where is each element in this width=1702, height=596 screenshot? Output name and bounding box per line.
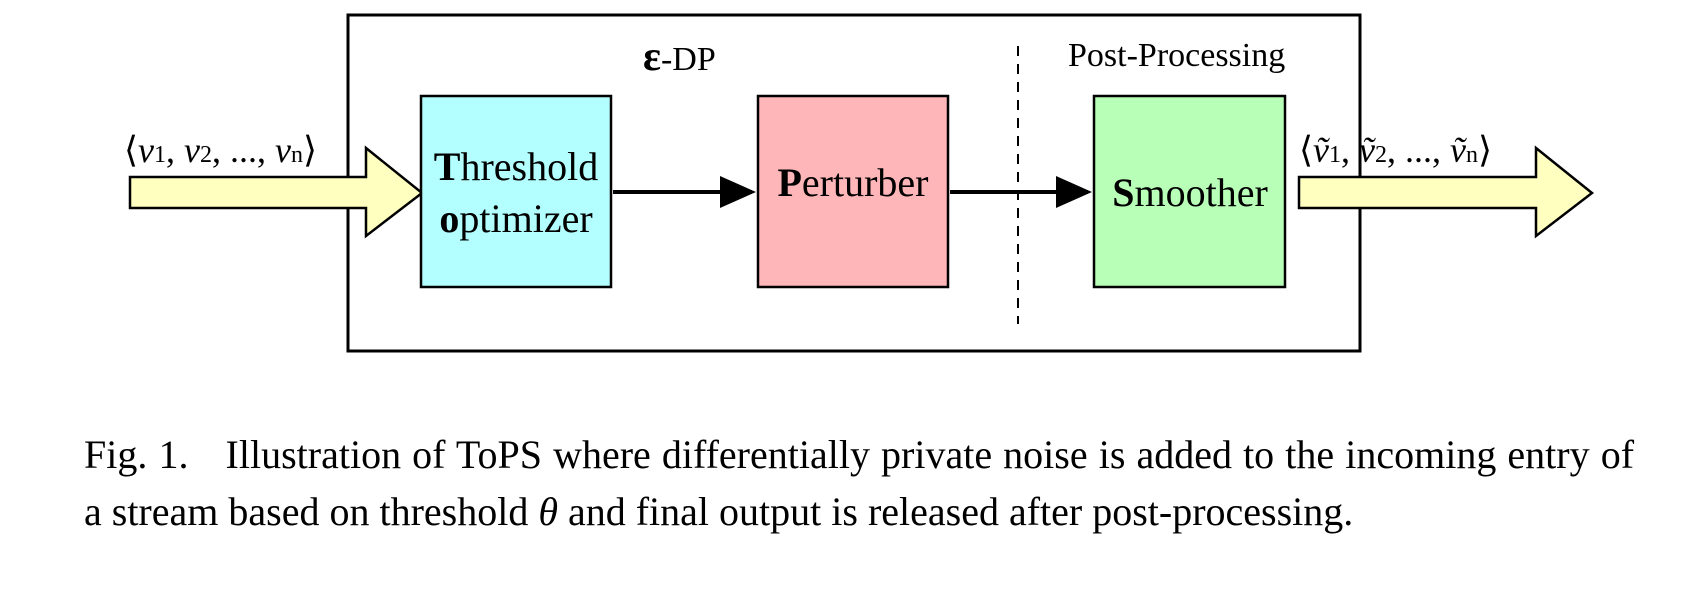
- epsilon-symbol: ε: [643, 34, 661, 80]
- figure-caption: Fig. 1. Illustration of ToPS where diffe…: [84, 426, 1634, 540]
- dp-suffix: -DP: [661, 41, 716, 78]
- figure-number: Fig. 1.: [84, 432, 189, 477]
- caption-text-start: Illustration of ToPS where differentiall…: [84, 432, 1635, 534]
- theta-symbol: θ: [538, 489, 558, 534]
- dp-label: ε-DP: [643, 34, 716, 80]
- output-arrow: [1297, 145, 1595, 239]
- threshold-optimizer-line2: optimizer: [439, 196, 592, 241]
- output-sequence-label: ⟨ṽ1, ṽ2, ..., ṽn⟩: [1299, 130, 1492, 170]
- perturber-box: [756, 94, 950, 289]
- post-processing-label: Post-Processing: [1068, 37, 1285, 74]
- threshold-optimizer-box: [419, 94, 613, 289]
- perturber-label: Perturber: [777, 160, 928, 205]
- threshold-optimizer-line1: Threshold: [434, 144, 598, 189]
- caption-text-end: and final output is released after post-…: [567, 489, 1354, 534]
- smoother-label: Smoother: [1112, 170, 1268, 215]
- input-sequence-label: ⟨v1, v2, ..., vn⟩: [124, 130, 317, 170]
- tops-diagram: ε-DP Post-Processing ⟨v1, v2, ..., vn⟩ T…: [124, 13, 1595, 353]
- input-arrow: [128, 145, 425, 239]
- smoother-box: [1092, 94, 1287, 289]
